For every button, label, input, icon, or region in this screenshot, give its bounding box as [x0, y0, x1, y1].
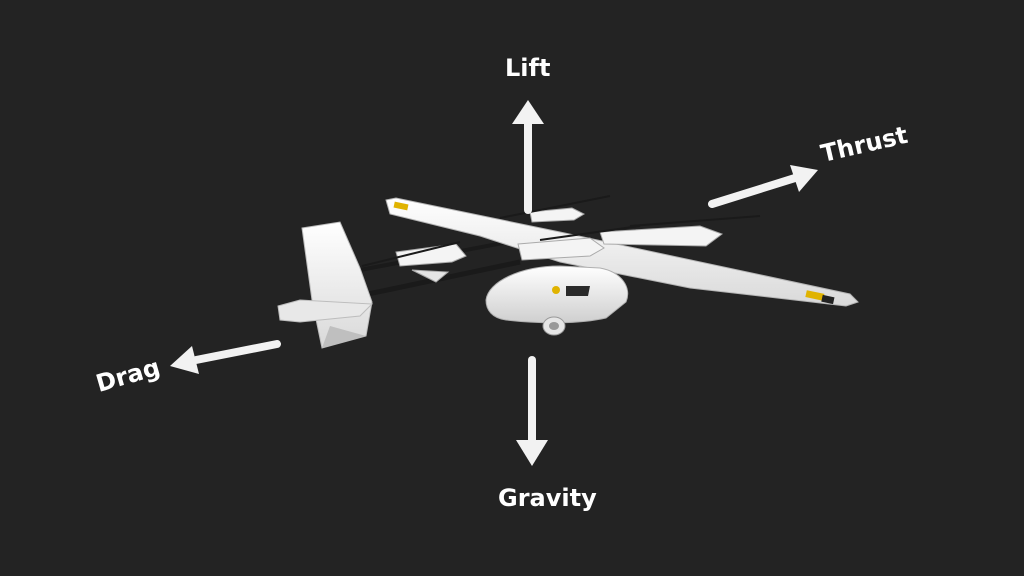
motor-nacelle-front-left	[499, 195, 611, 223]
wing-tip-mark-right	[805, 290, 825, 301]
drone	[277, 195, 859, 349]
fuselage	[485, 265, 629, 324]
wing-tip-dark-mark	[821, 294, 835, 305]
motor-nacelle-front-right	[599, 215, 761, 247]
gravity-label: Gravity	[498, 484, 597, 512]
lift-label: Lift	[505, 54, 551, 82]
main-wing	[385, 197, 859, 307]
drag-arrow	[170, 340, 281, 374]
thrust-arrow	[708, 165, 818, 208]
logo-dot	[552, 286, 560, 294]
wheel-hub	[549, 322, 559, 330]
stabilizer-shadow	[322, 326, 366, 348]
gravity-arrow	[516, 356, 548, 466]
wing-tip-mark-left	[393, 201, 409, 211]
fuselage-window	[566, 286, 590, 296]
horizontal-stabilizer	[277, 299, 374, 323]
motor-nacelle-rear-right	[517, 225, 641, 261]
motor-nacelle-rear-left	[361, 241, 467, 283]
lift-arrow	[512, 100, 544, 214]
